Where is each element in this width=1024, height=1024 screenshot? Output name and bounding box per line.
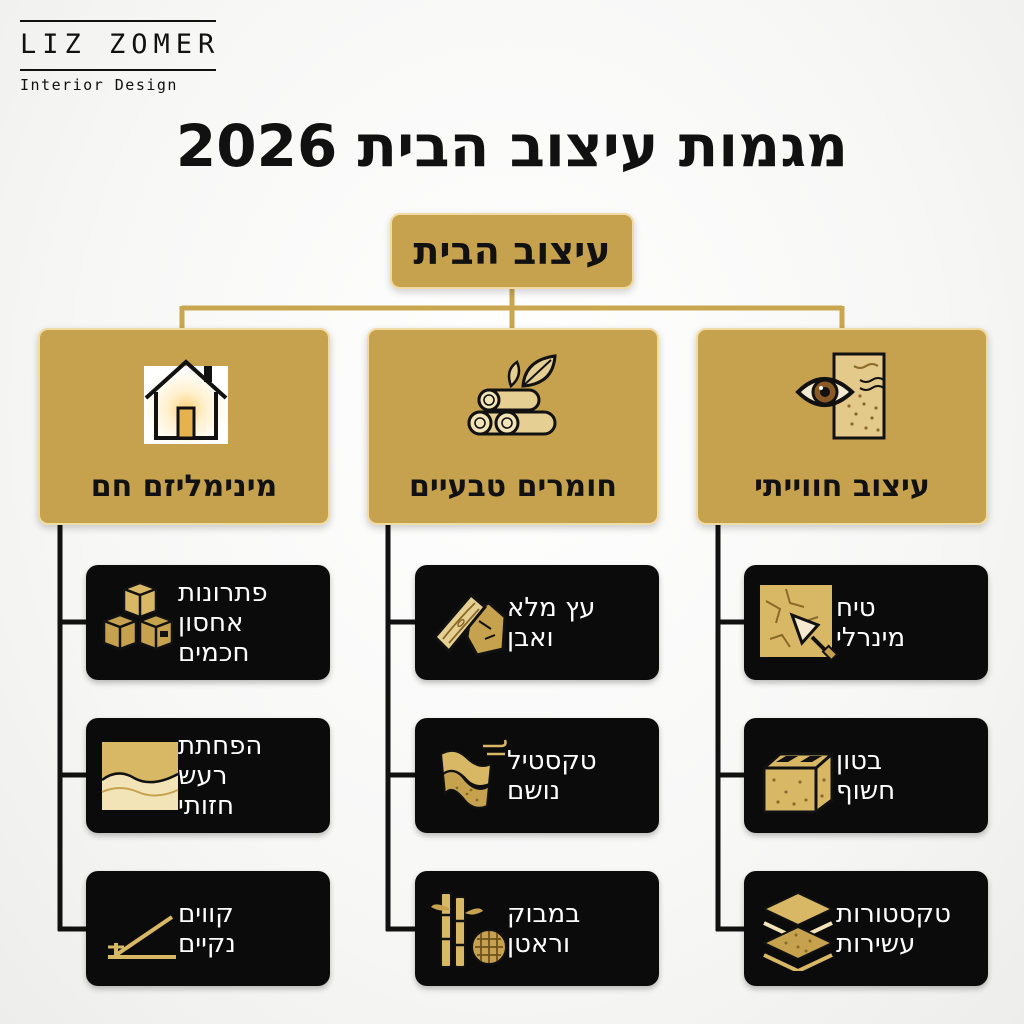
logo-top-rule — [20, 20, 216, 22]
logs-leaf-icon — [467, 354, 557, 436]
leaf-line: חזותי — [178, 790, 234, 821]
leaf-text: פתרונות אחסון חכמים — [178, 565, 314, 680]
category-label: מינימליזם חם — [90, 469, 278, 504]
leaf-line: טיח — [836, 592, 876, 623]
leaf-line: הפחתת — [178, 730, 263, 761]
root-label: עיצוב הבית — [413, 229, 611, 273]
category-warm-minimalism: מינימליזם חם — [38, 328, 330, 525]
leaf-card: קווים נקיים — [86, 871, 330, 986]
leaf-line: בטון — [836, 745, 883, 776]
leaf-card: עץ מלא ואבן — [415, 565, 659, 680]
leaf-line: נקיים — [178, 928, 236, 959]
leaf-line: פתרונות — [178, 577, 268, 608]
category-natural-materials: חומרים טבעיים — [367, 328, 659, 525]
leaf-card: טקסטורות עשירות — [744, 871, 988, 986]
leaf-text: הפחתת רעש חזותי — [178, 718, 314, 833]
warm-house-icon — [144, 359, 228, 444]
eye-texture-icon — [795, 352, 886, 440]
clean-lines-icon — [108, 915, 176, 959]
leaf-text: במבוק וראטן — [507, 871, 643, 986]
logo-name: LIZ ZOMER — [20, 29, 221, 60]
leaf-text: טקסטיל נושם — [507, 718, 643, 833]
category-label: חומרים טבעיים — [408, 469, 618, 504]
leaf-card: טיח מינרלי — [744, 565, 988, 680]
logo-bottom-rule — [20, 69, 216, 71]
leaf-card: פתרונות אחסון חכמים — [86, 565, 330, 680]
leaf-line: וראטן — [507, 928, 571, 959]
leaf-line: עץ מלא — [507, 592, 596, 623]
leaf-text: טקסטורות עשירות — [836, 871, 972, 986]
leaf-card: הפחתת רעש חזותי — [86, 718, 330, 833]
leaf-card: בטון חשוף — [744, 718, 988, 833]
concrete-block-icon — [762, 752, 834, 814]
trowel-plaster-icon — [760, 585, 839, 662]
logo-tagline: Interior Design — [20, 76, 178, 94]
leaf-line: חשוף — [836, 775, 896, 806]
leaf-text: בטון חשוף — [836, 718, 972, 833]
storage-boxes-icon — [102, 581, 174, 651]
leaf-line: נושם — [507, 775, 561, 806]
leaf-card: טקסטיל נושם — [415, 718, 659, 833]
page-title: מגמות עיצוב הבית 2026 — [175, 112, 849, 180]
leaf-line: טקסטורות — [836, 898, 951, 929]
texture-layers-icon — [761, 891, 835, 971]
leaf-line: ואבן — [507, 622, 554, 653]
leaf-line: מינרלי — [836, 622, 906, 653]
leaf-line: עשירות — [836, 928, 916, 959]
category-label: עיצוב חווייתי — [754, 469, 930, 504]
leaf-line: חכמים — [178, 637, 250, 668]
leaf-line: במבוק — [507, 898, 581, 929]
wood-stone-icon — [432, 592, 507, 657]
bamboo-rattan-icon — [431, 892, 507, 968]
calm-waves-icon — [101, 742, 179, 810]
leaf-line: אחסון — [178, 607, 244, 638]
fabric-wind-icon — [439, 739, 507, 809]
leaf-line: רעש — [178, 760, 228, 791]
category-experiential-design: עיצוב חווייתי — [696, 328, 988, 525]
leaf-line: קווים — [178, 898, 234, 929]
brand-logo: LIZ ZOMER Interior Design — [20, 20, 216, 94]
leaf-text: עץ מלא ואבן — [507, 565, 643, 680]
root-node: עיצוב הבית — [390, 213, 634, 289]
leaf-card: במבוק וראטן — [415, 871, 659, 986]
leaf-text: טיח מינרלי — [836, 565, 972, 680]
leaf-text: קווים נקיים — [178, 871, 314, 986]
leaf-line: טקסטיל — [507, 745, 597, 776]
